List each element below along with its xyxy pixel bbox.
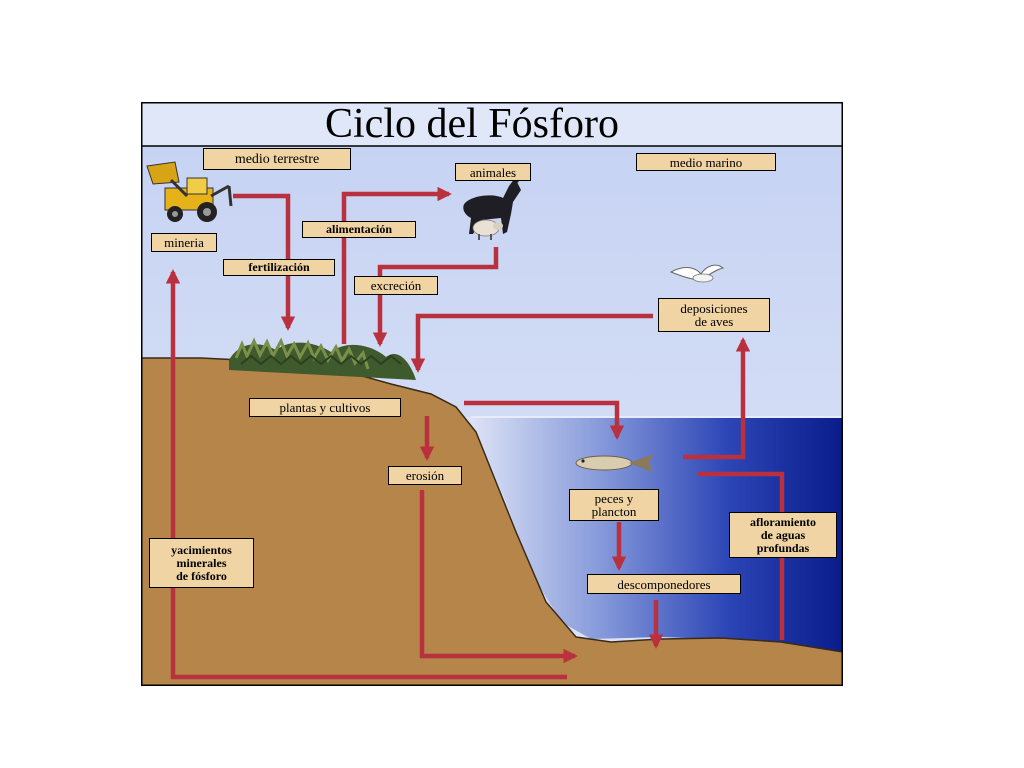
arrow-upwelling <box>698 471 785 640</box>
label-fertilizacion: fertilización <box>223 259 335 276</box>
label-yacimientos-minerales: yacimientos minerales de fósforo <box>149 538 254 588</box>
backhoe-loader-icon <box>146 161 233 222</box>
label-excrecion: excreción <box>354 276 438 295</box>
arrow-feeding <box>341 186 452 344</box>
arrow-excretion <box>372 247 499 347</box>
label-afloramiento: afloramiento de aguas profundas <box>729 512 837 558</box>
arrow-runoff-to-sea <box>464 400 625 440</box>
label-erosion: erosión <box>388 466 462 485</box>
cycle-arrows <box>165 186 785 680</box>
arrow-erosion-to-seabed <box>419 490 578 664</box>
sheep-icon <box>472 219 503 240</box>
label-medio-marino: medio marino <box>636 153 776 171</box>
title-band <box>141 102 843 146</box>
arrow-deposits-to-mining <box>165 269 567 680</box>
diagram-title: Ciclo del Fósforo <box>325 101 619 147</box>
label-medio-terrestre: medio terrestre <box>203 148 351 170</box>
label-descomponedores: descomponedores <box>587 574 741 594</box>
phosphorus-cycle-diagram: Ciclo del Fósforo medio terrestre medio … <box>141 102 843 686</box>
label-alimentacion: alimentación <box>302 221 416 238</box>
seagull-icon <box>669 264 725 283</box>
label-animales: animales <box>455 163 531 181</box>
diagram-canvas <box>141 102 843 686</box>
fish-icon <box>575 454 653 472</box>
arrow-bird-deposits <box>410 313 653 373</box>
plants-icon <box>229 337 416 380</box>
arrow-mining-to-plants <box>233 193 296 331</box>
arrow-sea-to-birds <box>683 337 751 460</box>
label-plantas-y-cultivos: plantas y cultivos <box>249 398 401 417</box>
label-peces-y-plancton: peces y plancton <box>569 489 659 521</box>
label-mineria: mineria <box>151 233 217 252</box>
label-deposiciones-de-aves: deposiciones de aves <box>658 298 770 332</box>
